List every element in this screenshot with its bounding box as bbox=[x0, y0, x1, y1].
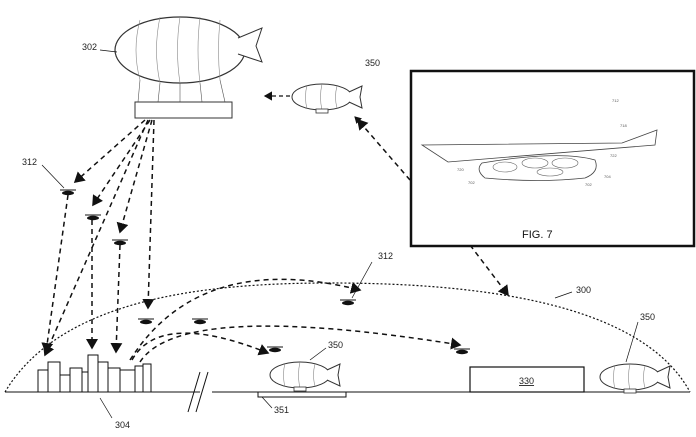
inset-label: 712 bbox=[612, 98, 619, 103]
delivery-paths bbox=[41, 118, 509, 363]
break-mark bbox=[187, 371, 209, 413]
small-airship bbox=[291, 83, 363, 114]
label-350-right: 350 bbox=[640, 312, 655, 322]
drone bbox=[266, 346, 284, 353]
drone bbox=[137, 318, 155, 325]
drone bbox=[339, 299, 357, 306]
drone bbox=[191, 318, 209, 325]
buildings bbox=[37, 354, 152, 393]
right-airship bbox=[599, 363, 671, 394]
label-312-left: 312 bbox=[22, 157, 37, 167]
label-300: 300 bbox=[576, 285, 591, 295]
drone bbox=[453, 348, 471, 355]
label-350-top: 350 bbox=[365, 58, 380, 68]
label-350-ground: 350 bbox=[328, 340, 343, 350]
drone bbox=[84, 214, 102, 221]
inset-label: 720 bbox=[457, 167, 464, 172]
main-airship bbox=[114, 16, 263, 119]
label-330: 330 bbox=[519, 376, 534, 386]
inset-label: 718 bbox=[620, 123, 627, 128]
inset-label: 702 bbox=[585, 182, 592, 187]
label-304: 304 bbox=[115, 420, 130, 430]
fig7-inset: 712 718 722 720 702 704 702 FIG. 7 bbox=[409, 69, 696, 248]
label-351: 351 bbox=[274, 405, 289, 415]
label-312-center: 312 bbox=[378, 251, 393, 261]
facility-box bbox=[469, 366, 585, 393]
inset-label: 704 bbox=[604, 174, 611, 179]
drone bbox=[111, 239, 129, 246]
ground-airship bbox=[269, 361, 341, 392]
fig7-caption: FIG. 7 bbox=[522, 229, 553, 241]
inset-label: 722 bbox=[610, 153, 617, 158]
inset-label: 702 bbox=[468, 180, 475, 185]
drone bbox=[59, 189, 77, 196]
platform bbox=[257, 391, 347, 398]
label-302: 302 bbox=[82, 42, 97, 52]
